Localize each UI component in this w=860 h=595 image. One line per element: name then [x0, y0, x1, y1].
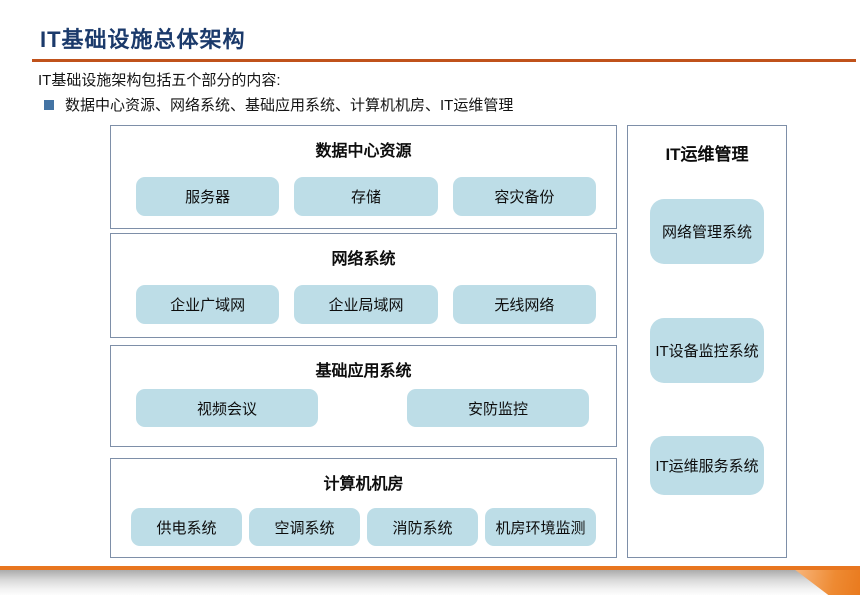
section-title: IT运维管理	[665, 145, 749, 164]
section-network-system: 网络系统 企业广域网 企业局域网 无线网络	[110, 233, 617, 338]
chip-power-supply: 供电系统	[131, 508, 242, 546]
chip-network-management-system: 网络管理系统	[650, 199, 764, 264]
page-title: IT基础设施总体架构	[40, 27, 246, 52]
title-divider	[32, 59, 856, 62]
chip-enterprise-wan: 企业广域网	[136, 285, 280, 324]
section-title: 计算机机房	[323, 476, 404, 493]
chip-storage: 存储	[294, 177, 438, 216]
bullet-text: 数据中心资源、网络系统、基础应用系统、计算机机房、IT运维管理	[65, 97, 514, 114]
chip-row: 企业广域网 企业局域网 无线网络	[136, 285, 596, 324]
section-it-operations: IT运维管理 网络管理系统 IT设备监控系统 IT运维服务系统	[627, 125, 787, 558]
chip-security-monitoring: 安防监控	[407, 389, 589, 427]
chip-disaster-backup: 容灾备份	[452, 177, 596, 216]
section-data-center-resources: 数据中心资源 服务器 存储 容灾备份	[110, 125, 617, 229]
chip-server: 服务器	[136, 177, 280, 216]
section-title: 数据中心资源	[315, 143, 412, 160]
chip-video-conference: 视频会议	[136, 389, 318, 427]
intro-text: IT基础设施架构包括五个部分的内容:	[38, 72, 281, 89]
chip-fire-protection: 消防系统	[367, 508, 478, 546]
section-title: 基础应用系统	[315, 363, 412, 380]
chip-air-conditioning: 空调系统	[249, 508, 360, 546]
chip-environment-monitoring: 机房环境监测	[485, 508, 596, 546]
footer-accent-line	[0, 566, 860, 570]
section-title: 网络系统	[331, 251, 396, 268]
bullet-square-icon	[44, 99, 54, 110]
footer-gradient-bar	[0, 570, 860, 595]
chip-wireless-network: 无线网络	[452, 285, 596, 324]
chip-enterprise-lan: 企业局域网	[294, 285, 438, 324]
bullet-line: 数据中心资源、网络系统、基础应用系统、计算机机房、IT运维管理	[44, 94, 513, 115]
chip-row: 服务器 存储 容灾备份	[136, 177, 596, 216]
chip-row: 视频会议 安防监控	[136, 389, 589, 427]
chip-it-operations-service-system: IT运维服务系统	[650, 436, 764, 495]
chip-it-device-monitoring-system: IT设备监控系统	[650, 318, 764, 383]
chip-row: 供电系统 空调系统 消防系统 机房环境监测	[131, 508, 596, 546]
section-computer-room: 计算机机房 供电系统 空调系统 消防系统 机房环境监测	[110, 458, 617, 558]
section-basic-applications: 基础应用系统 视频会议 安防监控	[110, 345, 617, 447]
